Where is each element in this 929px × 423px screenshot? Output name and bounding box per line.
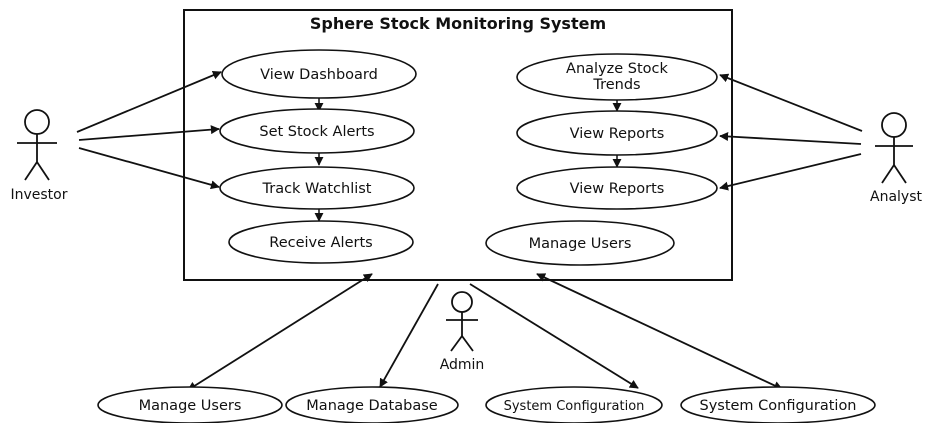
use-case-system-configuration-2 (680, 386, 876, 423)
use-case-view-reports-1-label: View Reports (570, 126, 665, 142)
use-case-analyze-stock-trends-label-line1: Analyze Stock (566, 61, 668, 77)
analyst-head (881, 112, 907, 138)
use-case-system-configuration-2-label: System Configuration (699, 398, 856, 414)
analyst-label: Analyst (870, 189, 922, 205)
use-case-view-reports-2 (516, 166, 718, 210)
use-case-receive-alerts (228, 220, 414, 264)
use-case-view-reports-1 (516, 110, 718, 156)
system-to-system-configuration-1 (469, 283, 639, 389)
use-case-set-stock-alerts (219, 108, 415, 154)
analyst-leg-right (893, 164, 907, 184)
use-case-manage-users-outer (97, 386, 283, 423)
use-case-view-dashboard (221, 49, 417, 99)
admin-actor (446, 291, 478, 352)
use-case-track-watchlist-label: Track Watchlist (262, 181, 372, 197)
admin-head (451, 291, 473, 313)
analyst-to-analyze-stock-trends (719, 73, 863, 132)
admin-label: Admin (440, 357, 485, 373)
investor-actor (17, 109, 57, 181)
investor-to-view-dashboard (76, 70, 222, 133)
investor-to-set-stock-alerts (78, 125, 220, 141)
use-case-manage-users-inner (485, 220, 675, 266)
analyst-leg-left (881, 164, 895, 184)
use-case-system-configuration-1 (485, 386, 663, 423)
system-to-system-configuration-2 (536, 273, 783, 390)
use-case-analyze-stock-trends (516, 53, 718, 101)
use-case-manage-users-outer-label: Manage Users (139, 398, 242, 414)
investor-to-track-watchlist (78, 147, 220, 190)
use-case-manage-database-label: Manage Database (306, 398, 437, 414)
system-to-manage-database (379, 283, 439, 388)
use-case-manage-users-inner-label: Manage Users (529, 236, 632, 252)
analyst-actor (875, 112, 913, 184)
admin-leg-right (461, 335, 474, 352)
use-case-track-watchlist (219, 166, 415, 210)
system-title: Sphere Stock Monitoring System (310, 14, 606, 33)
use-case-analyze-stock-trends-label-line2: Trends (592, 77, 640, 93)
analyst-to-view-reports-2 (719, 153, 862, 191)
use-case-set-stock-alerts-label: Set Stock Alerts (259, 124, 374, 140)
investor-leg-left (24, 161, 38, 181)
system-boundary (183, 9, 733, 281)
use-case-system-configuration-1-label: System Configuration (504, 399, 645, 414)
use-case-manage-database (285, 386, 459, 423)
analyst-to-view-reports-1 (719, 131, 862, 145)
investor-head (24, 109, 50, 135)
use-case-view-reports-2-label: View Reports (570, 181, 665, 197)
system-to-manage-users-outer (187, 273, 373, 391)
admin-leg-left (450, 335, 463, 352)
investor-leg-right (36, 161, 50, 181)
use-case-receive-alerts-label: Receive Alerts (269, 235, 372, 251)
use-case-view-dashboard-label: View Dashboard (260, 67, 378, 83)
investor-label: Investor (10, 187, 67, 203)
